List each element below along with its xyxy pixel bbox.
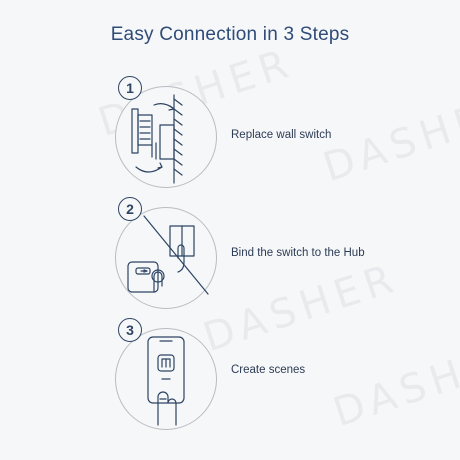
step-illustration — [115, 86, 217, 188]
step-number-badge: 3 — [118, 318, 142, 352]
step-number: 3 — [118, 318, 142, 342]
step-label: Create scenes — [231, 364, 306, 376]
step-3: 3 Create scenes — [0, 318, 460, 438]
step-illustration — [115, 328, 217, 430]
phone-app-icon — [147, 336, 185, 426]
step-1: 1 Replace wall switch — [0, 76, 460, 196]
switch-install-icon — [131, 94, 183, 184]
step-number-badge: 2 — [118, 197, 142, 231]
page-title: Easy Connection in 3 Steps — [110, 24, 350, 45]
step-number-badge: 1 — [118, 76, 142, 110]
step-label: Bind the switch to the Hub — [231, 247, 365, 259]
hub-pairing-icon — [127, 215, 209, 295]
step-illustration — [115, 207, 217, 309]
step-number: 1 — [118, 76, 142, 100]
step-number: 2 — [118, 197, 142, 221]
step-2: 2 Bind the switch to the Hub — [0, 197, 460, 317]
step-label: Replace wall switch — [231, 129, 332, 141]
